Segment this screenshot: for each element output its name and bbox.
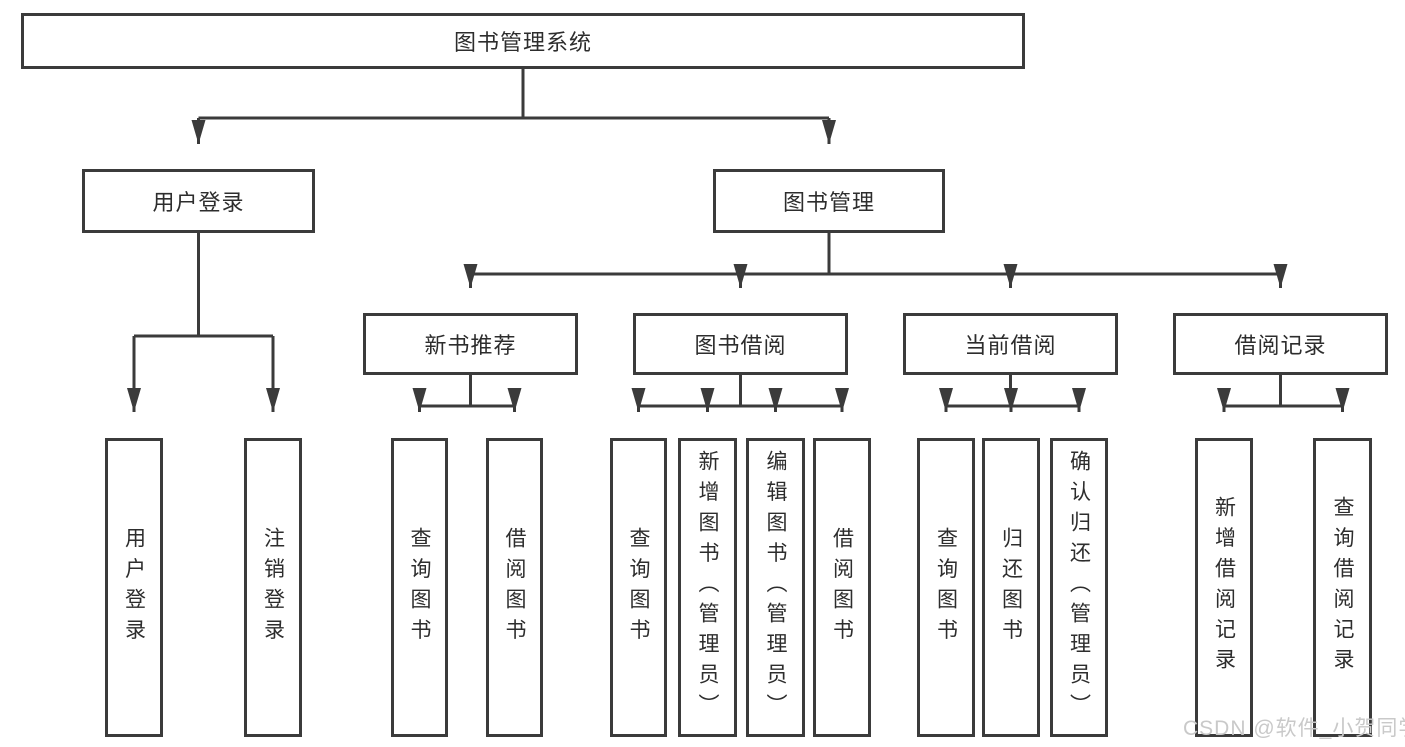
node-borrowing-records: 借阅记录: [1173, 313, 1388, 375]
leaf-label: 查询图书: [408, 526, 431, 649]
leaf-query-books-recommend: 查询图书: [391, 438, 448, 737]
leaf-label: 查询图书: [934, 526, 958, 649]
leaf-label: 注销登录: [261, 526, 285, 649]
leaf-label: 用户登录: [122, 526, 146, 649]
leaf-label: 新增借阅记录: [1212, 496, 1236, 679]
leaf-query-books-current: 查询图书: [917, 438, 975, 737]
leaf-label: 借阅图书: [503, 526, 526, 649]
leaf-label: 查询借阅记录: [1331, 496, 1354, 679]
leaf-return-books: 归还图书: [982, 438, 1040, 737]
leaf-label: 归还图书: [999, 526, 1023, 649]
leaf-query-books-borrow: 查询图书: [610, 438, 667, 737]
leaf-query-borrow-record: 查询借阅记录: [1313, 438, 1372, 737]
node-label: 当前借阅: [964, 333, 1057, 358]
node-book-borrowing: 图书借阅: [633, 313, 848, 375]
node-label: 借阅记录: [1234, 333, 1327, 358]
leaf-edit-books-admin: 编辑图书（管理员）: [746, 438, 805, 737]
node-label: 用户登录: [152, 190, 245, 215]
leaf-label: 查询图书: [627, 526, 650, 649]
node-label: 图书管理: [782, 190, 875, 215]
leaf-label: 借阅图书: [830, 526, 854, 649]
leaf-label: 编辑图书（管理员）: [764, 450, 787, 725]
node-current-borrowing: 当前借阅: [903, 313, 1118, 375]
node-book-management: 图书管理: [713, 169, 945, 233]
node-label: 新书推荐: [424, 333, 517, 358]
leaf-borrow-books-recommend: 借阅图书: [486, 438, 543, 737]
node-label: 图书借阅: [694, 333, 787, 358]
node-label: 图书管理系统: [453, 30, 592, 55]
leaf-label: 确认归还（管理员）: [1067, 450, 1091, 725]
leaf-add-borrow-record: 新增借阅记录: [1195, 438, 1253, 737]
leaf-borrow-books: 借阅图书: [813, 438, 871, 737]
node-new-book-recommend: 新书推荐: [363, 313, 578, 375]
leaf-user-login: 用户登录: [105, 438, 163, 737]
node-library-management-system: 图书管理系统: [21, 13, 1025, 69]
leaf-label: 新增图书（管理员）: [696, 450, 719, 725]
leaf-add-books-admin: 新增图书（管理员）: [678, 438, 737, 737]
leaf-logout: 注销登录: [244, 438, 302, 737]
leaf-confirm-return-admin: 确认归还（管理员）: [1050, 438, 1108, 737]
node-user-login: 用户登录: [82, 169, 315, 233]
csdn-watermark: CSDN @软件_小贺同学: [1183, 717, 1405, 740]
